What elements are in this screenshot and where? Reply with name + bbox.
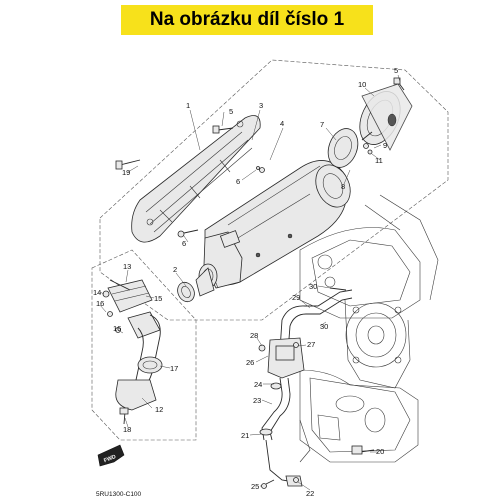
- callout-5-left: 5: [229, 107, 233, 116]
- fasteners-drawing: [115, 77, 405, 238]
- callout-15: 15: [154, 294, 162, 303]
- callout-18: 18: [123, 425, 131, 434]
- muffler-body-drawing: [195, 160, 351, 297]
- callout-16-upper: 16: [96, 299, 104, 308]
- callout-24: 24: [254, 380, 262, 389]
- exhaust-pipe-drawing: [102, 279, 163, 425]
- callout-8: 8: [341, 182, 345, 191]
- forward-direction-arrow: FWD: [97, 444, 125, 467]
- leader-lines: [99, 74, 401, 491]
- callout-11: 11: [375, 156, 383, 165]
- engine-block-drawing: [299, 194, 439, 463]
- drawing-code: 5RU1300-C100: [96, 491, 142, 498]
- callout-20: 20: [376, 447, 384, 456]
- callout-labels: 1 2 3 4 5 5 6 6 7 8 9 10 11 12 13 14 15 …: [93, 66, 398, 498]
- callout-14: 14: [93, 288, 101, 297]
- spacer-ring-drawing: [327, 128, 359, 168]
- air-induction-system-drawing: [258, 287, 375, 489]
- callout-7: 7: [320, 120, 324, 129]
- fwd-label: FWD: [103, 454, 117, 464]
- callout-30-lower: 30: [320, 322, 328, 331]
- callout-21: 21: [241, 431, 249, 440]
- heat-protector-drawing: [131, 115, 261, 243]
- callout-29: 29: [292, 293, 300, 302]
- callout-16-lower: 16: [113, 324, 121, 333]
- callout-25: 25: [251, 482, 259, 491]
- callout-5-right: 5: [394, 66, 398, 75]
- callout-1: 1: [186, 101, 190, 110]
- callout-22: 22: [306, 489, 314, 498]
- callout-9: 9: [383, 141, 387, 150]
- gasket-drawing: [177, 281, 195, 303]
- title-text: Na obrázku díl číslo 1: [149, 9, 345, 30]
- callout-3: 3: [259, 101, 263, 110]
- title-banner: Na obrázku díl číslo 1: [121, 5, 373, 35]
- callout-10: 10: [358, 80, 366, 89]
- callout-26: 26: [246, 358, 254, 367]
- callout-28: 28: [250, 331, 258, 340]
- callout-19: 19: [122, 168, 130, 177]
- callout-2: 2: [173, 265, 177, 274]
- callout-12: 12: [155, 405, 163, 414]
- callout-6-upper: 6: [236, 177, 240, 186]
- callout-27: 27: [307, 340, 315, 349]
- callout-23: 23: [253, 396, 261, 405]
- callout-6-lower: 6: [182, 239, 186, 248]
- callout-4: 4: [280, 119, 284, 128]
- callout-30-upper: 30: [309, 282, 317, 291]
- callout-13: 13: [123, 262, 131, 271]
- exhaust-pipe-group-outline: [91, 249, 197, 441]
- callout-17: 17: [170, 364, 178, 373]
- muffler-end-cap-drawing: [359, 83, 413, 151]
